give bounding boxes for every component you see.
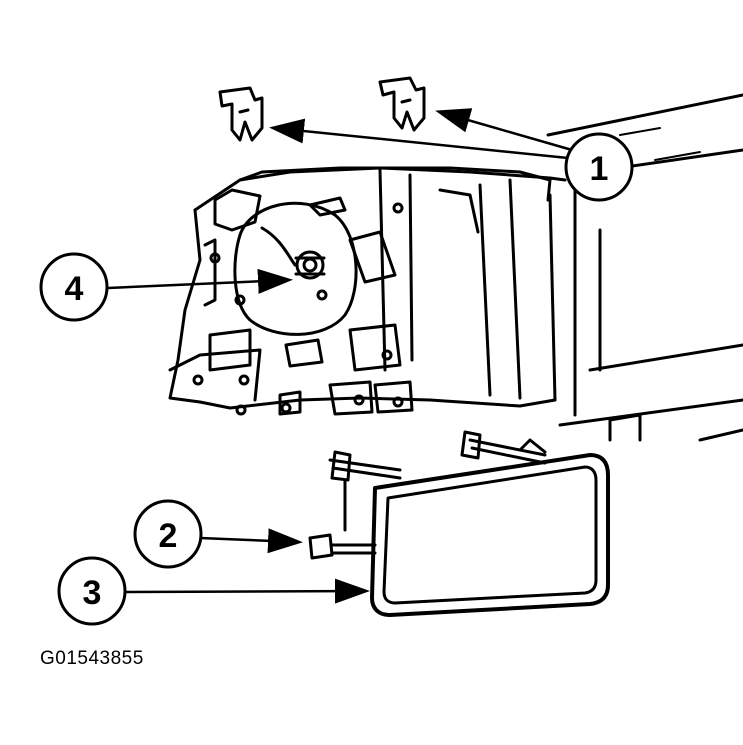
- adjuster-screws: [308, 430, 547, 560]
- headlamp-lens: [370, 453, 610, 617]
- leader-line-2: [199, 528, 303, 554]
- leader-line-4: [107, 268, 293, 294]
- callout-1-label: 1: [590, 150, 609, 188]
- callout-4-label: 4: [65, 270, 84, 308]
- headlamp-housing: [168, 166, 567, 416]
- leader-line-1a: [269, 118, 569, 160]
- callout-3: 3: [57, 556, 127, 626]
- figure-id: G01543855: [40, 648, 144, 669]
- leader-line-3: [124, 578, 370, 604]
- callout-3-label: 3: [83, 574, 102, 612]
- bulb-socket: [233, 201, 358, 368]
- callout-2-label: 2: [159, 517, 178, 555]
- callout-2: 2: [133, 499, 203, 569]
- leader-line-1b: [435, 108, 573, 152]
- callout-4: 4: [39, 252, 109, 322]
- callout-1: 1: [564, 132, 634, 202]
- retaining-clip-left: [218, 86, 264, 142]
- retaining-clip-right: [378, 76, 426, 132]
